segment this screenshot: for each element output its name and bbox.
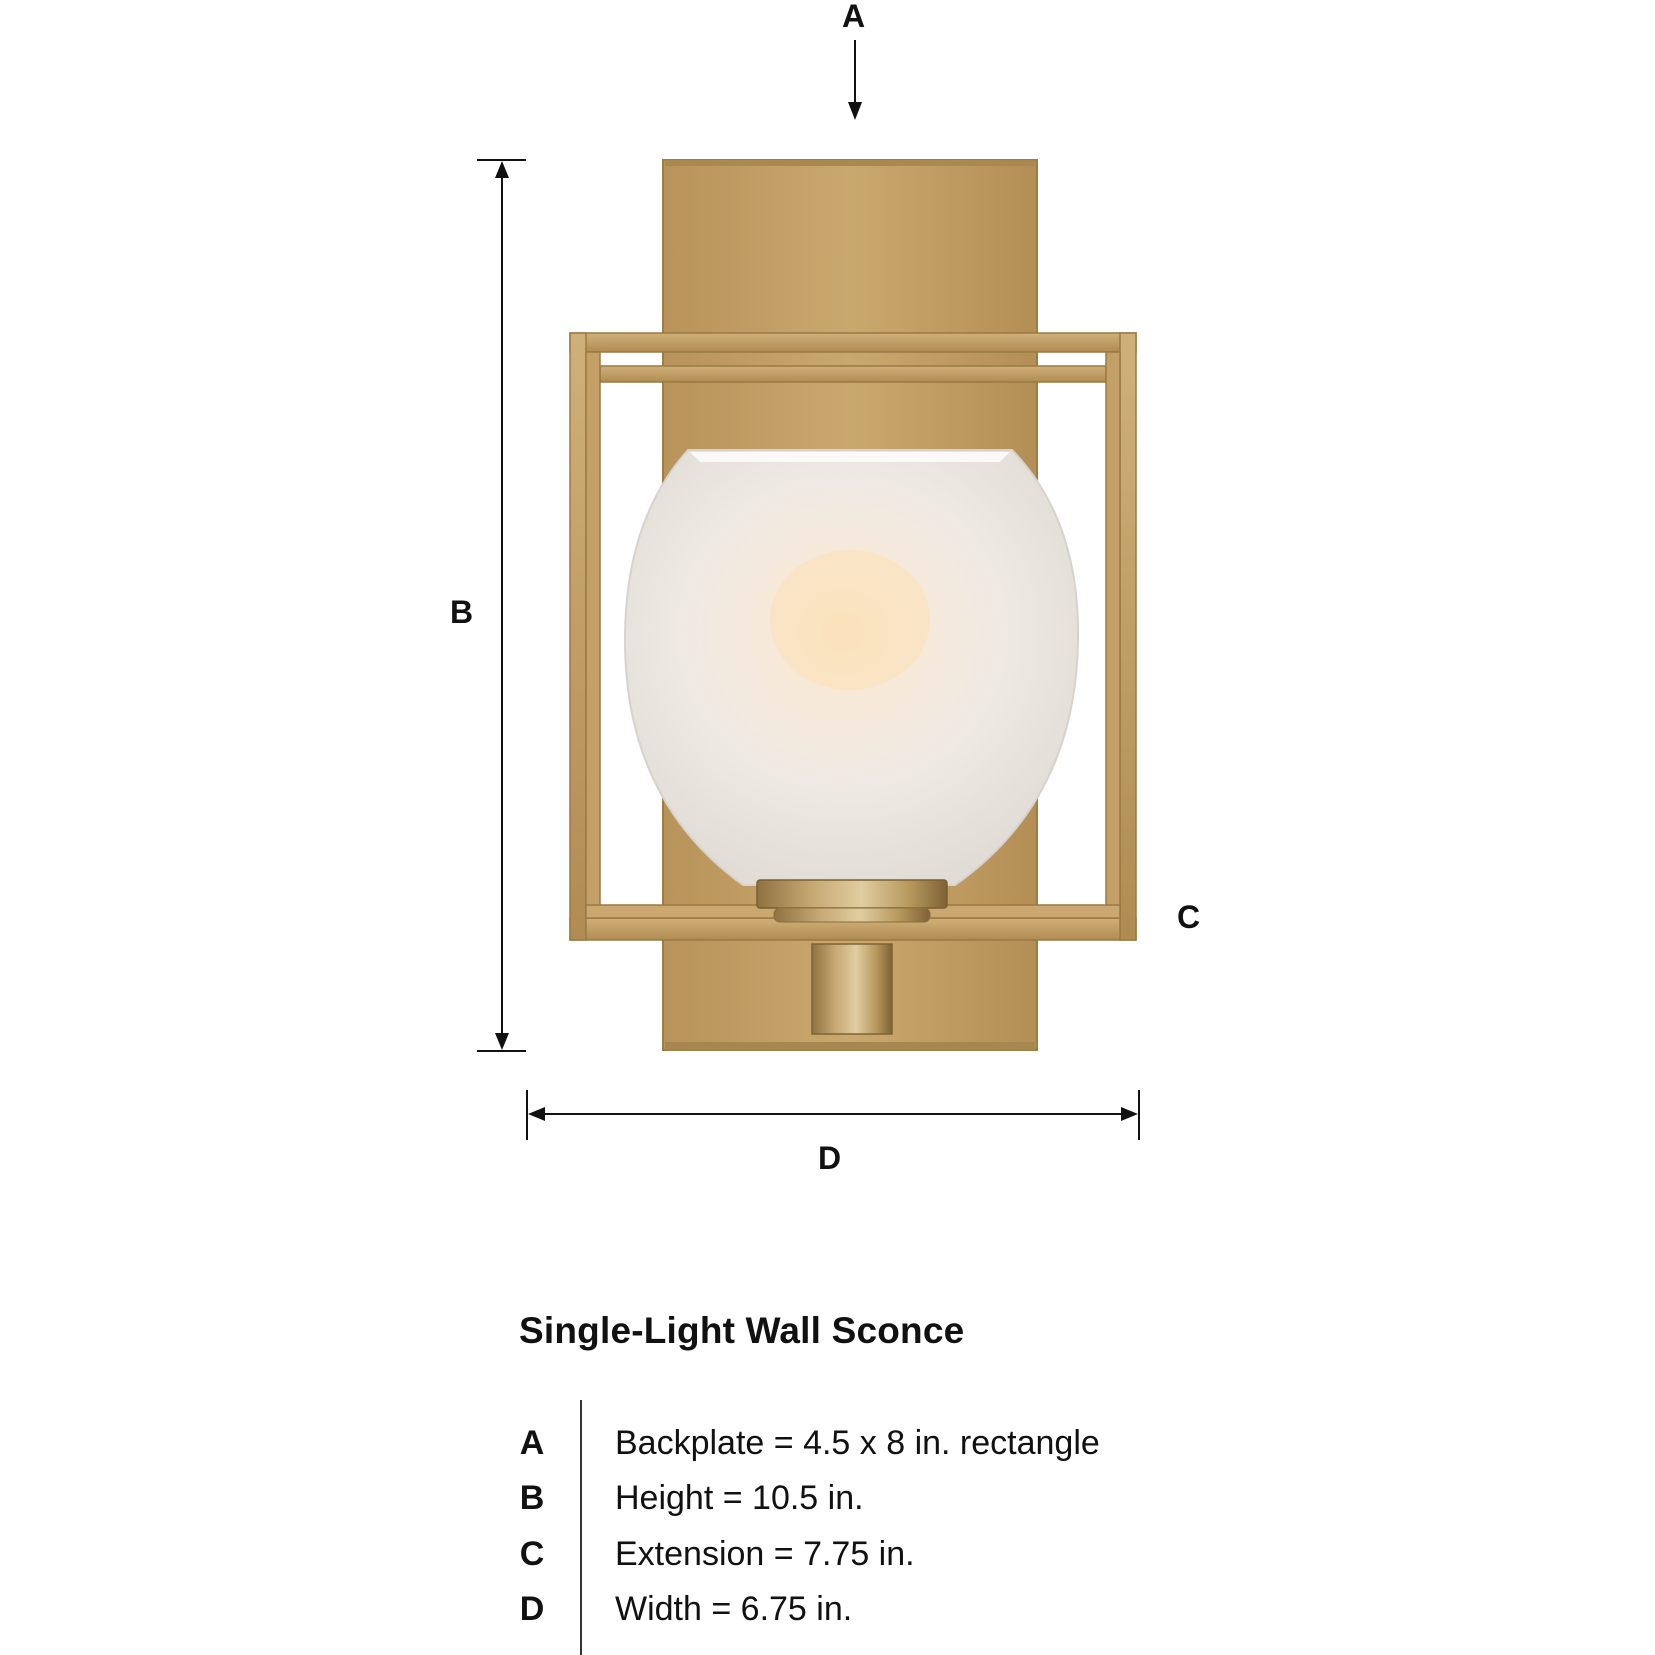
spec-value: Height = 10.5 in. [615, 1479, 864, 1517]
spec-value: Backplate = 4.5 x 8 in. rectangle [615, 1424, 1100, 1462]
dimension-label-a: A [842, 0, 866, 34]
spec-value: Width = 6.75 in. [615, 1590, 853, 1628]
spec-divider [580, 1400, 582, 1655]
spec-row-c: C Extension = 7.75 in. [515, 1535, 1215, 1591]
spec-row-d: D Width = 6.75 in. [515, 1590, 1215, 1646]
glass-globe [623, 449, 1080, 886]
dimension-a-arrow [848, 40, 862, 120]
arm-stem [811, 943, 893, 1035]
spec-value: Extension = 7.75 in. [615, 1535, 915, 1573]
spec-row-a: A Backplate = 4.5 x 8 in. rectangle [515, 1424, 1215, 1480]
spec-key: C [519, 1535, 545, 1573]
spec-key: B [519, 1479, 545, 1517]
dimension-d-arrow [526, 1090, 1140, 1140]
dimension-label-c: C [1177, 899, 1201, 935]
spec-key: A [519, 1424, 545, 1462]
bulb-holder [756, 879, 948, 923]
dimension-label-d: D [818, 1140, 842, 1176]
spec-row-b: B Height = 10.5 in. [515, 1479, 1215, 1535]
spec-title: Single-Light Wall Sconce [519, 1310, 965, 1351]
spec-key: D [519, 1590, 545, 1628]
dimension-b-arrow [477, 159, 526, 1052]
dimension-label-b: B [450, 594, 474, 630]
